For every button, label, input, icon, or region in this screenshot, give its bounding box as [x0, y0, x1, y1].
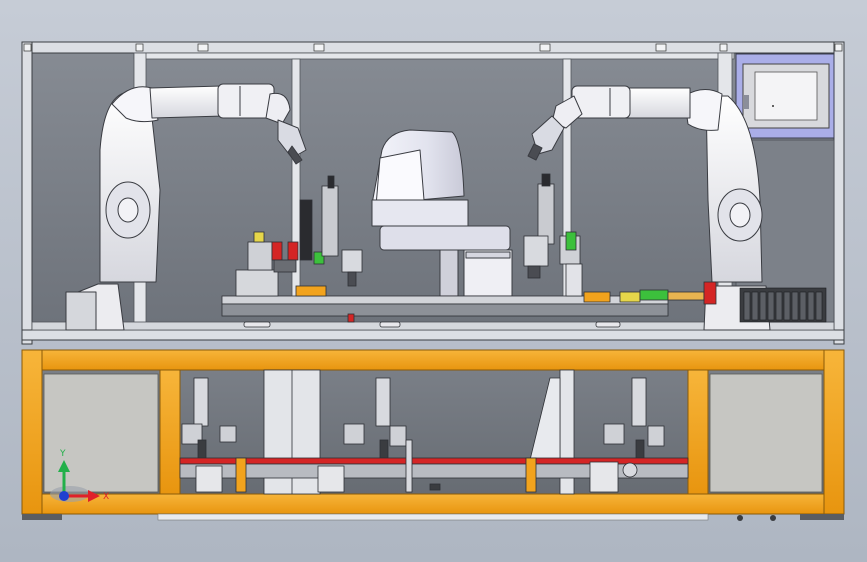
right-robot-arm: [527, 85, 771, 331]
axis-x-arrow: [88, 490, 100, 502]
conveyor-body: [179, 463, 689, 479]
scara-head-panel: [375, 149, 425, 207]
right-robot-upper-arm: [623, 87, 691, 119]
lower-post-2: [159, 369, 181, 495]
inner-top-beam: [133, 52, 735, 60]
scara-arm-1: [371, 199, 469, 227]
inner-bottom-beam: [31, 321, 835, 331]
right-robot-shoulder: [683, 89, 723, 131]
table-rail: [221, 303, 669, 317]
right-robot-gripper: [531, 115, 565, 155]
scara-robot: [371, 129, 513, 297]
left-robot-gripper: [277, 119, 307, 159]
left-robot-shoulder: [111, 86, 159, 123]
sensor-green-left: [313, 251, 325, 265]
sensor-yellow: [253, 231, 265, 243]
left-robot-upper-arm: [149, 85, 225, 119]
lower-top-beam: [21, 349, 845, 371]
sensor-green-strip: [639, 289, 669, 301]
scara-arm-2: [379, 225, 511, 251]
left-robot-arm: [65, 83, 307, 331]
middle-frame-beam: [21, 329, 845, 341]
frame-brackets: [23, 43, 843, 52]
lifter-center: [343, 377, 407, 459]
side-panel-right: [709, 373, 823, 493]
valve-red-1: [271, 241, 283, 261]
lower-right-post: [823, 349, 845, 515]
left-frame-post: [21, 41, 33, 345]
axis-y-arrow: [58, 460, 70, 472]
right-feeder-station: [523, 173, 717, 305]
axis-triad: Y X: [50, 449, 109, 502]
sensor-green-right: [565, 231, 577, 251]
axis-z-origin: [59, 491, 69, 501]
axis-y-label: Y: [59, 449, 66, 459]
work-table: [221, 295, 669, 328]
conveyor-roller: [622, 462, 638, 478]
lifter-right: [603, 377, 665, 459]
lower-frame: [21, 349, 845, 521]
terminal-block-bank: [739, 287, 827, 323]
hmi-screen: [754, 71, 818, 121]
axis-x-label: X: [103, 492, 109, 502]
hmi-touchscreen: [735, 53, 835, 139]
base-plate: [157, 513, 709, 521]
lower-left-post: [21, 349, 43, 515]
right-frame-post: [833, 41, 845, 345]
scara-quill: [439, 249, 459, 297]
side-panel-left: [43, 373, 159, 493]
lower-bottom-beam: [21, 493, 845, 515]
lower-post-3: [687, 369, 709, 495]
foot-left: [22, 514, 62, 520]
lower-mechanism: [179, 369, 689, 495]
valve-red-2: [287, 241, 299, 261]
left-feeder-station: [235, 175, 363, 297]
foot-right: [800, 514, 844, 520]
lifter-left: [181, 377, 237, 459]
left-robot-mount: [65, 291, 97, 331]
